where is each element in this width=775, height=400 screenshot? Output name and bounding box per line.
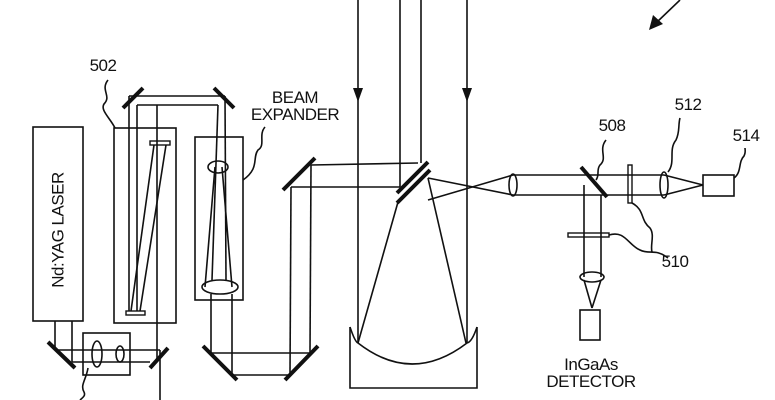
laser-label: Nd:YAG LASER <box>48 172 68 288</box>
beam-splitter <box>395 168 432 205</box>
mirror <box>121 86 145 110</box>
detector-label-1: InGaAs <box>564 355 618 374</box>
laser-box <box>32 126 84 322</box>
beam-expander-box <box>194 136 244 301</box>
ref-508: 508 <box>598 116 626 135</box>
lens <box>579 271 605 283</box>
ref-512: 512 <box>674 95 702 114</box>
filter-510 <box>627 164 633 204</box>
lens-box <box>82 332 131 376</box>
filter-510 <box>567 232 610 238</box>
curved-mirror <box>349 326 478 365</box>
amplifier-box-502 <box>113 127 177 324</box>
mirror <box>212 86 236 110</box>
lens <box>207 160 229 174</box>
mirror <box>201 344 239 382</box>
mirror <box>281 156 317 192</box>
mirror <box>148 346 170 370</box>
detector-box <box>579 309 601 341</box>
lens <box>115 345 125 363</box>
ref-510: 510 <box>661 252 689 271</box>
mirror <box>46 340 77 370</box>
ref-514: 514 <box>732 126 760 145</box>
beam-splitter <box>395 160 430 195</box>
lens-512 <box>659 171 669 199</box>
arrow-icon <box>655 0 681 24</box>
detector-label-2: DETECTOR <box>546 372 636 391</box>
beam-expander-label-2: EXPANDER <box>250 105 340 124</box>
lens <box>201 279 239 295</box>
beam-splitter-508 <box>579 165 609 199</box>
lens <box>508 173 518 197</box>
beam-expander-label-1: BEAM <box>271 88 319 107</box>
lens <box>91 340 103 368</box>
ref-502: 502 <box>89 56 117 75</box>
component-514 <box>702 174 735 197</box>
